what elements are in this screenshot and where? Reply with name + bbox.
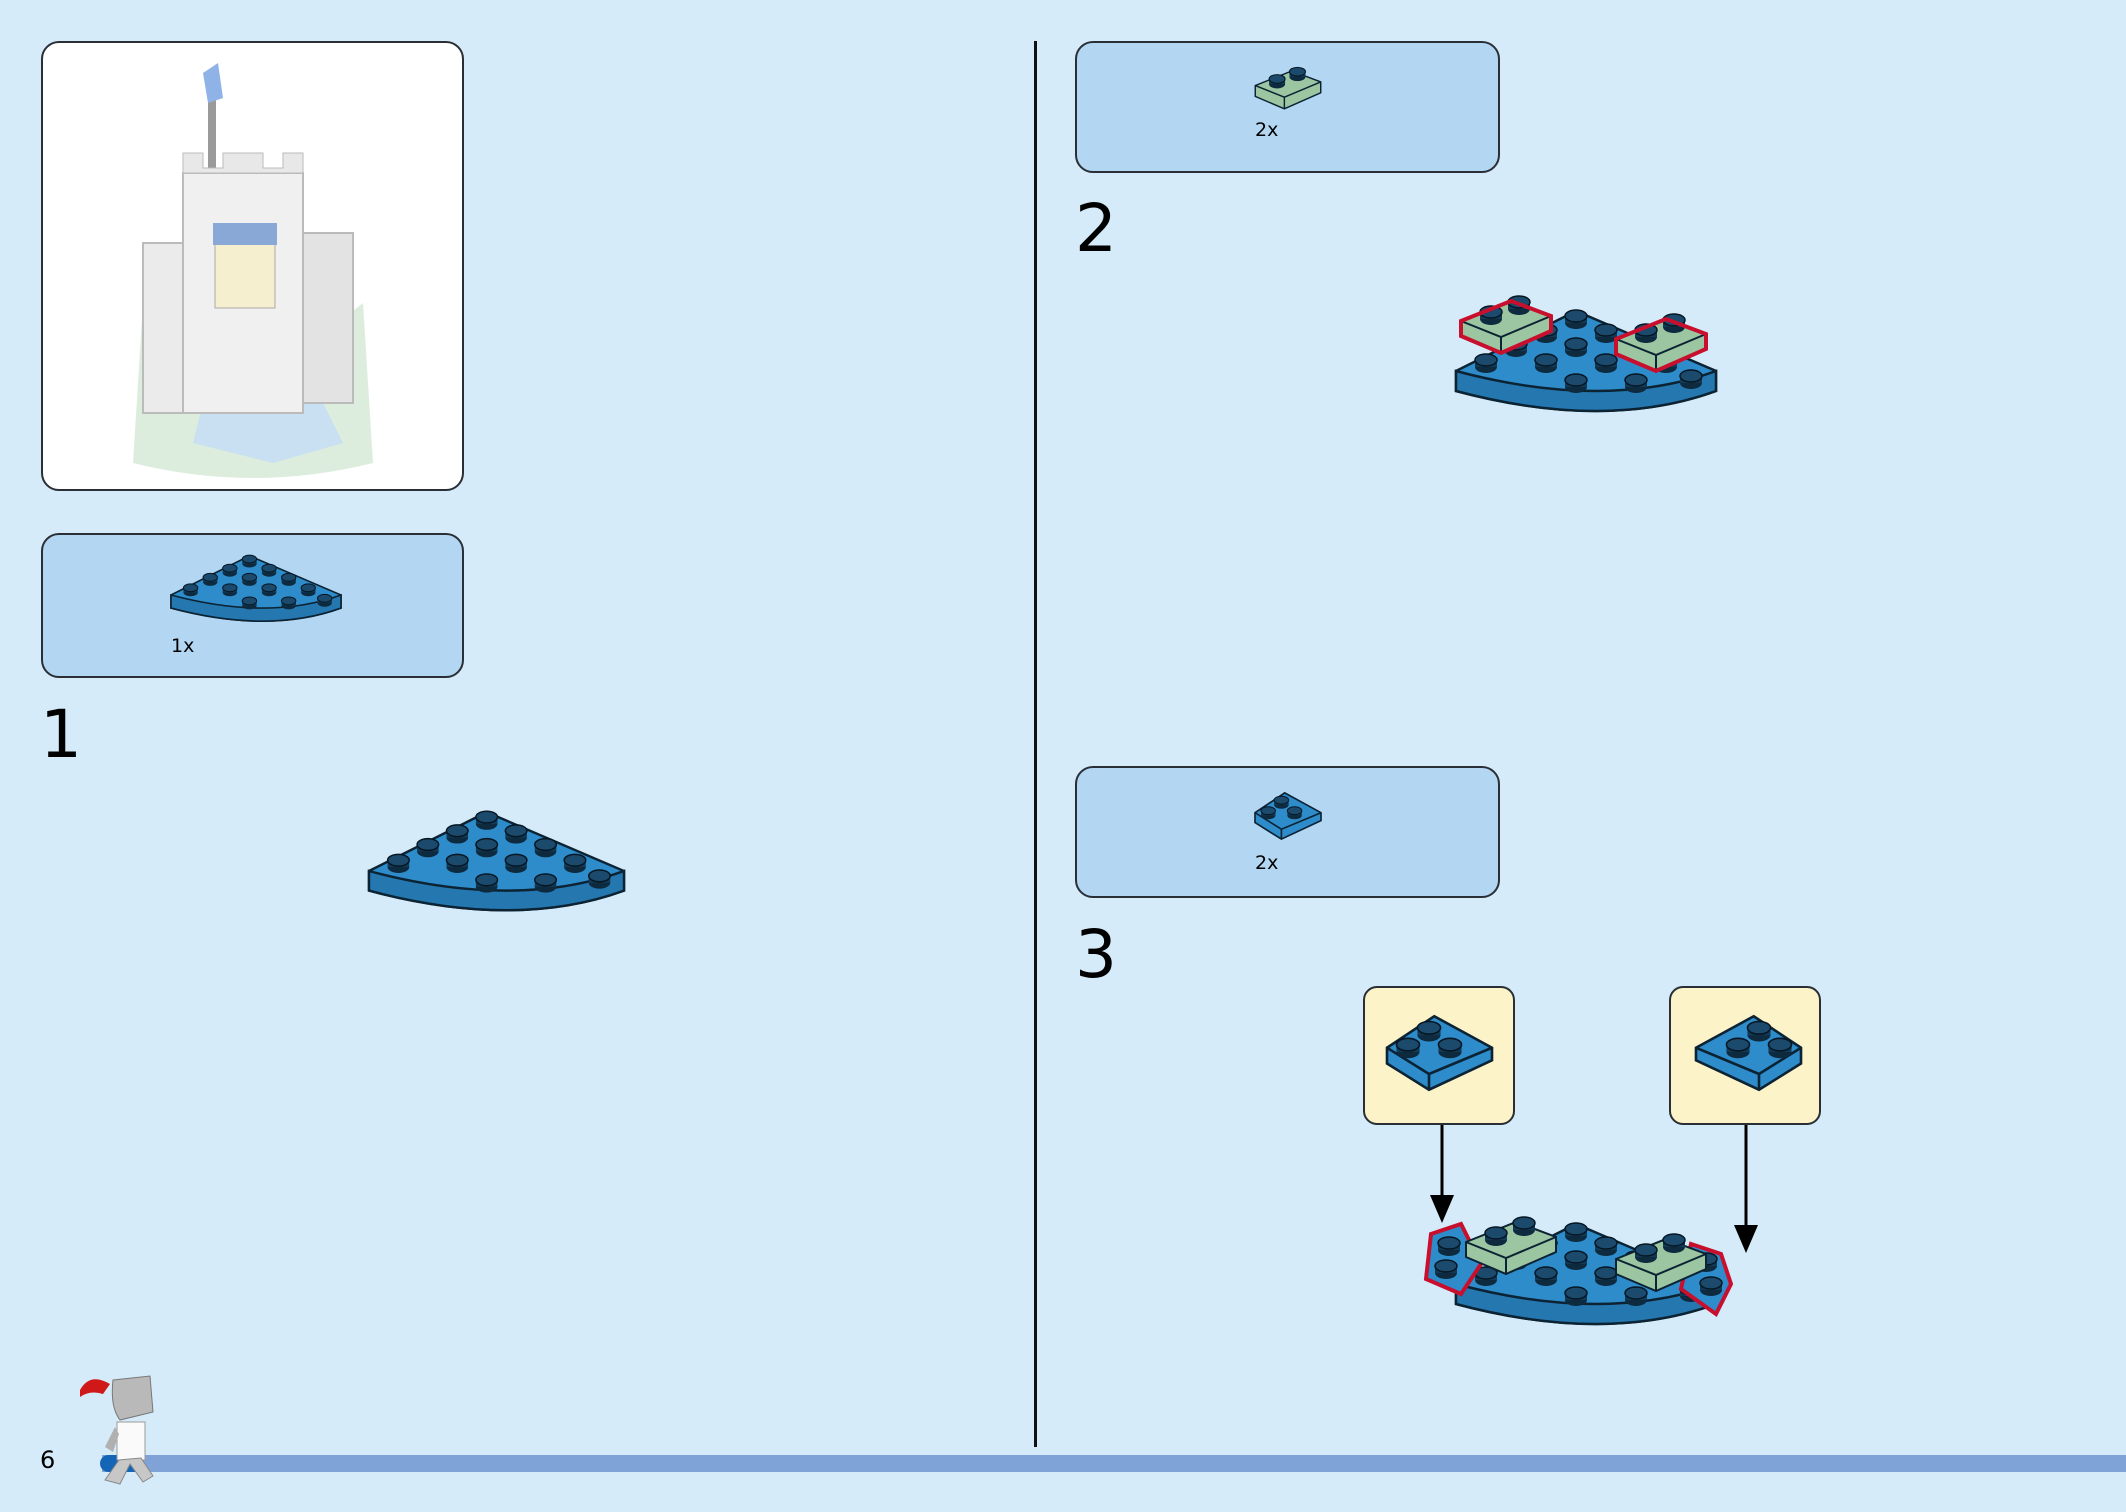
knight-minifigure-icon	[80, 1375, 154, 1485]
sand-green-plate-icon	[1255, 71, 1321, 111]
step-1-assembly	[369, 811, 624, 931]
arrow-right-icon	[1734, 1125, 1758, 1253]
step-2-parts-list: 2x	[1075, 41, 1500, 173]
blue-wedge-plate-icon	[1696, 1013, 1801, 1093]
part-quantity: 2x	[1255, 119, 1279, 141]
blue-wedge-plate-icon	[1387, 1013, 1492, 1093]
step-3-parts-list: 2x	[1075, 766, 1500, 898]
callout-right-wedge	[1669, 986, 1821, 1125]
blue-quarter-round-plate-icon	[171, 555, 341, 635]
step-number: 2	[1075, 190, 1117, 267]
overview-model-panel	[41, 41, 464, 491]
page-divider	[1034, 41, 1037, 1447]
step-number: 1	[40, 696, 82, 773]
arrow-left-icon	[1430, 1125, 1454, 1223]
step-2-assembly	[1451, 301, 1721, 431]
part-quantity: 1x	[171, 635, 195, 657]
page-number: 6	[40, 1446, 56, 1474]
step-3-assembly	[1423, 1214, 1734, 1349]
callout-left-wedge	[1363, 986, 1515, 1125]
part-quantity: 2x	[1255, 852, 1279, 874]
step-number: 3	[1075, 916, 1117, 993]
step-1-parts-list: 1x	[41, 533, 464, 678]
castle-tower-illustration	[133, 63, 373, 478]
blue-wedge-plate-icon	[1255, 792, 1321, 840]
progress-bar	[102, 1455, 2126, 1472]
